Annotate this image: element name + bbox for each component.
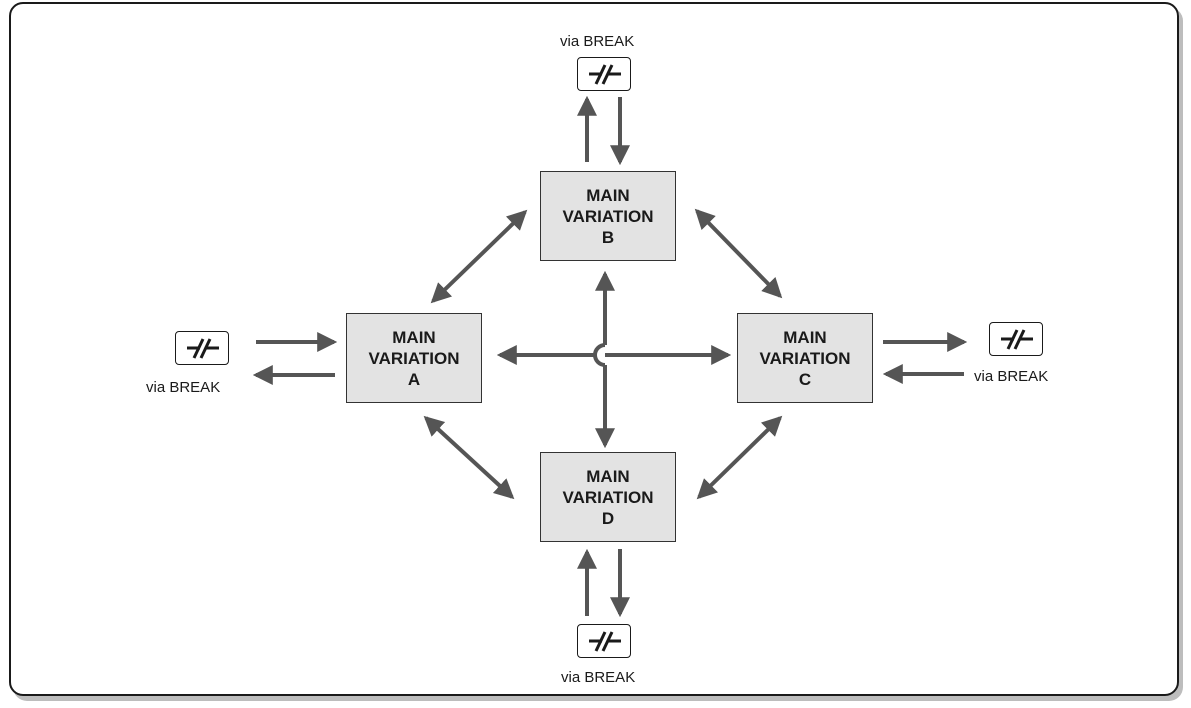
variation-d-line2: VARIATION <box>562 487 654 507</box>
break-contact-icon <box>589 64 621 85</box>
main-variation-d: MAIN VARIATION D <box>540 452 676 542</box>
main-variation-a: MAIN VARIATION A <box>346 313 482 403</box>
via-break-label-left: via BREAK <box>146 379 221 396</box>
variation-b-line2: VARIATION <box>562 206 654 226</box>
variation-c-line1: MAIN <box>783 327 827 347</box>
via-break-label-right: via BREAK <box>974 368 1049 385</box>
variation-d-line1: MAIN <box>586 466 630 486</box>
variation-c-line3: C <box>798 369 812 389</box>
diagram-frame <box>9 2 1179 696</box>
break-contact-icon-right <box>989 322 1043 356</box>
main-variation-b: MAIN VARIATION B <box>540 171 676 261</box>
variation-a-line3: A <box>407 369 421 389</box>
via-break-label-bottom: via BREAK <box>561 669 636 686</box>
variation-a-line1: MAIN <box>392 327 436 347</box>
arrow-a-b <box>430 209 528 304</box>
via-break-label-top: via BREAK <box>560 33 635 50</box>
break-contact-icon <box>187 338 219 359</box>
break-contact-icon-top <box>577 57 631 91</box>
variation-a-line2: VARIATION <box>368 348 460 368</box>
main-variation-c: MAIN VARIATION C <box>737 313 873 403</box>
break-contact-icon-bottom <box>577 624 631 658</box>
variation-b-line3: B <box>601 227 615 247</box>
variation-b-line1: MAIN <box>586 185 630 205</box>
variation-c-line2: VARIATION <box>759 348 851 368</box>
break-contact-icon <box>1001 329 1033 350</box>
break-contact-icon <box>589 631 621 652</box>
break-contact-icon-left <box>175 331 229 365</box>
arrow-b-c <box>694 208 783 299</box>
arrow-a-d <box>423 415 515 500</box>
variation-d-line3: D <box>601 508 615 528</box>
arrow-c-d <box>696 415 783 500</box>
